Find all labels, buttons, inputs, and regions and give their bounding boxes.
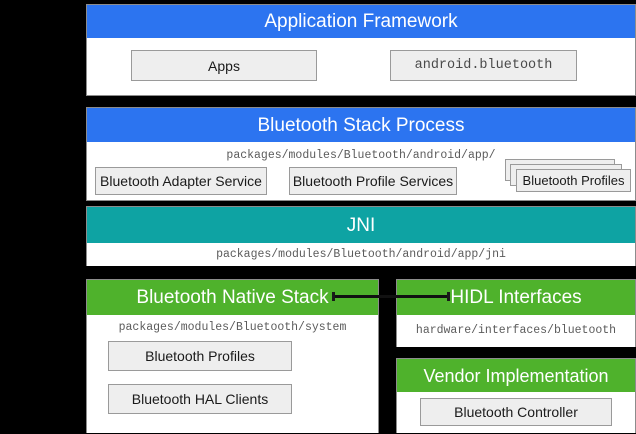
bluetooth-stack-process-path: packages/modules/Bluetooth/android/app/ [226, 149, 496, 162]
bluetooth-stack-process-header: Bluetooth Stack Process [87, 108, 635, 142]
box-bluetooth-hal-clients[interactable]: Bluetooth HAL Clients [108, 384, 292, 414]
panel-jni: JNI packages/modules/Bluetooth/android/a… [86, 206, 636, 266]
panel-vendor-implementation: Vendor Implementation Bluetooth Controll… [396, 358, 636, 433]
panel-bluetooth-native-stack: Bluetooth Native Stack packages/modules/… [86, 279, 379, 433]
vendor-implementation-body: Bluetooth Controller [397, 392, 635, 433]
connector-native-stack-to-hidl [332, 292, 450, 301]
architecture-diagram: Application Framework Apps android.bluet… [86, 0, 636, 434]
hidl-interfaces-header: HIDL Interfaces [397, 280, 635, 315]
jni-body: packages/modules/Bluetooth/android/app/j… [87, 243, 635, 266]
jni-header: JNI [87, 207, 635, 243]
hidl-interfaces-body: hardware/interfaces/bluetooth [397, 315, 635, 347]
stack-card-front-label[interactable]: Bluetooth Profiles [516, 169, 631, 192]
connector-end-left [332, 292, 335, 301]
application-framework-body: Apps android.bluetooth [87, 38, 635, 95]
panel-hidl-interfaces: HIDL Interfaces hardware/interfaces/blue… [396, 279, 636, 347]
box-bluetooth-profile-services[interactable]: Bluetooth Profile Services [289, 167, 457, 195]
bluetooth-native-stack-body: packages/modules/Bluetooth/system Blueto… [87, 315, 378, 433]
panel-bluetooth-stack-process: Bluetooth Stack Process packages/modules… [86, 107, 636, 201]
jni-path: packages/modules/Bluetooth/android/app/j… [216, 247, 506, 261]
box-apps[interactable]: Apps [131, 50, 317, 81]
stacked-box-bluetooth-profiles[interactable]: Bluetooth Profiles [505, 159, 631, 197]
box-bluetooth-adapter-service[interactable]: Bluetooth Adapter Service [95, 167, 267, 195]
box-android-bluetooth[interactable]: android.bluetooth [390, 50, 577, 81]
hidl-interfaces-path: hardware/interfaces/bluetooth [415, 324, 617, 338]
vendor-implementation-header: Vendor Implementation [397, 359, 635, 392]
connector-end-right [447, 292, 450, 301]
panel-application-framework: Application Framework Apps android.bluet… [86, 4, 636, 96]
bluetooth-stack-process-body: packages/modules/Bluetooth/android/app/ … [87, 142, 635, 200]
application-framework-header: Application Framework [87, 5, 635, 38]
box-bluetooth-controller[interactable]: Bluetooth Controller [420, 398, 612, 426]
bluetooth-native-stack-path: packages/modules/Bluetooth/system [118, 321, 347, 334]
bluetooth-native-stack-header: Bluetooth Native Stack [87, 280, 378, 315]
box-native-bluetooth-profiles[interactable]: Bluetooth Profiles [108, 341, 292, 371]
